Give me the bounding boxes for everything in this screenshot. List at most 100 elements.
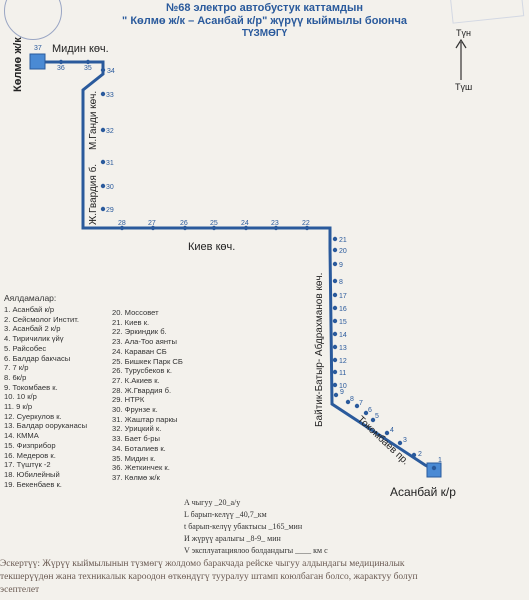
stop-number: 1 — [438, 457, 442, 464]
stop-number: 28 — [118, 220, 126, 227]
legend-title: Аялдамалар: — [4, 293, 57, 303]
legend-item: 21. Киев к. — [112, 317, 150, 327]
street-baitik: Байтик-Батыр- Абдрахманов көч. — [313, 273, 325, 427]
street-midin: Мидин көч. — [52, 43, 109, 55]
legend-item: 18. Юбилейный — [4, 469, 60, 479]
stop-number: 10 — [339, 383, 347, 390]
legend-item: 31. Жаштар паркы — [112, 414, 178, 424]
legend-item: 17. Түштүк -2 — [4, 460, 51, 470]
footnote-line-3: эсептелет — [0, 585, 40, 595]
stop-number: 9 — [340, 389, 344, 396]
legend-item: 3. Асанбай 2 к/р — [4, 324, 61, 334]
stop-number: 31 — [106, 160, 114, 167]
legend-item: 22. Эркиндик б. — [112, 327, 167, 337]
legend-item: 20. Моссовет — [112, 308, 159, 317]
legend-item: 5. Райсобес — [4, 343, 47, 353]
stop-number: 7 — [359, 400, 363, 407]
stop-number: 11 — [339, 370, 346, 377]
stop-number: 14 — [339, 332, 347, 339]
info-distance: L барып-келүү _40,7_км — [184, 510, 267, 519]
stop-number: 35 — [84, 65, 92, 72]
legend-item: 35. Мидин к. — [112, 453, 156, 463]
stop-number: 34 — [107, 68, 115, 75]
stop-number: 2 — [418, 451, 422, 458]
info-vehicles: V эксплуатациялоо болдандыгы ____ км с — [184, 546, 328, 555]
footnote-line-1: Эскертүү: Жүрүү кыймылынын түзмөгү жолдо… — [0, 559, 405, 569]
stop-number: 23 — [271, 220, 279, 227]
title-line-2: " Көлмө ж/к – Асанбай к/р" жүрүү кыймылы… — [122, 15, 407, 27]
legend-item: 19. Бекенбаев к. — [4, 479, 62, 489]
legend-col-1: 1. Асанбай к/р 2. Сейсмолог Инстит. 3. А… — [4, 305, 87, 489]
info-time: t барып-келүү убактысы _165_мин — [184, 522, 303, 531]
stop-number: 24 — [241, 220, 249, 227]
stop-number: 33 — [106, 92, 114, 99]
stop-number: 30 — [106, 184, 114, 191]
legend-item: 33. Бает б-ры — [112, 434, 160, 444]
street-kiev: Киев көч. — [188, 241, 235, 253]
legend-item: 2. Сейсмолог Инстит. — [4, 314, 79, 324]
legend-item: 25. Бишкек Парк СБ — [112, 356, 183, 366]
legend-item: 8. 6к/р — [4, 372, 27, 382]
legend-item: 32. Урицкий к. — [112, 424, 162, 434]
stop-number: 26 — [180, 220, 188, 227]
legend-item: 28. Ж.Гвардия б. — [112, 385, 172, 395]
legend-item: 11. 9 к/р — [4, 402, 33, 412]
stop-number: 9 — [339, 262, 343, 269]
legend-item: 23. Ала-Тоо аянты — [112, 337, 177, 347]
stop-number: 15 — [339, 319, 347, 326]
legend-item: 13. Балдар ооруканасы — [4, 421, 88, 431]
compass-north: Түн — [456, 28, 471, 38]
footnote: Эскертүү: Жүрүү кыймылынын түзмөгү жолдо… — [0, 558, 529, 597]
stop-number: 36 — [57, 65, 65, 72]
legend-item: 30. Фрунзе к. — [112, 405, 158, 415]
stop-number: 3 — [403, 437, 407, 444]
stop-number: 21 — [339, 237, 347, 244]
legend-item: 10. 10 к/р — [4, 392, 37, 402]
terminal-end-label: Асанбай к/р — [390, 485, 456, 499]
stop-number: 17 — [339, 293, 347, 300]
legend-col-2: 20. Моссовет 21. Киев к. 22. Эркиндик б.… — [112, 308, 183, 483]
street-gandi: М.Ганди көч. — [88, 91, 99, 150]
info-interval: И жүрүү аралыгы _8-9_ мин — [184, 534, 281, 543]
legend-item: 15. Физприбор — [4, 440, 56, 450]
stop-number: 29 — [106, 207, 114, 214]
footnote-line-2: текшерүүдөн жана техникалык кароодон өтк… — [0, 572, 418, 582]
stop-number: 5 — [375, 413, 379, 420]
stop-number: 32 — [106, 128, 114, 135]
stop-number: 12 — [339, 358, 347, 365]
legend-item: 24. Караван СБ — [112, 346, 167, 356]
stop-number: 37 — [34, 45, 42, 52]
stop-number: 13 — [339, 345, 347, 352]
legend-item: 7. 7 к/р — [4, 363, 29, 373]
north-arrow — [455, 38, 467, 80]
legend-item: 16. Медеров к. — [4, 450, 56, 460]
route-line — [45, 60, 435, 472]
stop-number: 27 — [148, 220, 156, 227]
stop-number: 22 — [302, 220, 310, 227]
route-info: А чыгуу _20_а/у L барып-келүү _40,7_км t… — [184, 497, 328, 557]
stop-number: 16 — [339, 306, 347, 313]
compass-south: Түш — [455, 82, 472, 92]
stop-numbers: 1 2 3 4 5 6 7 8 9 10 11 12 13 14 15 16 1… — [34, 45, 442, 464]
stop-number: 6 — [368, 407, 372, 414]
stop-number: 8 — [350, 396, 354, 403]
legend-item: 6. Балдар бакчасы — [4, 353, 71, 363]
street-gvardia: Ж.Гвардия б. — [87, 164, 99, 225]
title-line-1: №68 электро автобустук каттамдын — [165, 2, 364, 14]
legend-item: 1. Асанбай к/р — [4, 305, 55, 314]
terminal-start-label: Көлмө ж/к — [12, 37, 24, 92]
legend-item: 29. НТРК — [112, 395, 145, 405]
legend-item: 12. Суеркулов к. — [4, 411, 62, 421]
title-line-3: ТҮЗМӨГҮ — [241, 28, 288, 39]
stop-number: 25 — [210, 220, 218, 227]
stop-markers — [58, 59, 437, 471]
legend-item: 4. Тиричилик үйү — [4, 334, 64, 344]
stop-number: 20 — [339, 248, 347, 255]
legend-item: 34. Боталиев к. — [112, 443, 166, 453]
legend-item: 27. К.Акиев к. — [112, 375, 160, 385]
stop-number: 8 — [339, 279, 343, 286]
terminal-start-marker — [29, 53, 46, 70]
legend-item: 37. Көлмө ж/к — [112, 472, 160, 482]
legend-item: 26. Турусбеков к. — [112, 366, 172, 376]
legend-item: 14. КММА — [4, 431, 39, 441]
